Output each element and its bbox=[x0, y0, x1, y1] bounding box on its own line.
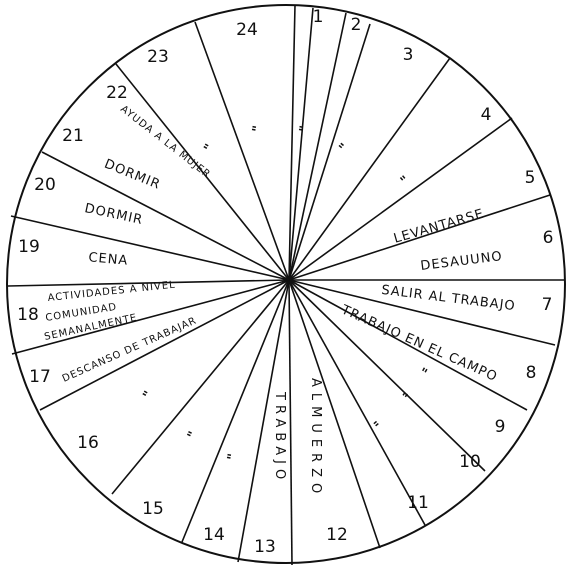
hour-label-6: 6 bbox=[543, 228, 554, 248]
hour-label-16: 16 bbox=[77, 433, 99, 453]
hour-label-20: 20 bbox=[34, 175, 56, 195]
label-cena: CENA bbox=[88, 250, 129, 268]
hour-label-5: 5 bbox=[525, 168, 536, 188]
hour-label-19: 19 bbox=[18, 237, 40, 257]
hour-label-14: 14 bbox=[203, 525, 225, 545]
hour-divider bbox=[288, 279, 293, 566]
hour-dividers bbox=[7, 4, 564, 566]
hour-divider bbox=[11, 279, 290, 355]
hour-divider bbox=[288, 279, 528, 411]
hour-label-9: 9 bbox=[495, 417, 506, 437]
hour-label-7: 7 bbox=[542, 295, 553, 315]
hour-label-15: 15 bbox=[142, 499, 164, 519]
hour-label-2: 2 bbox=[351, 15, 362, 35]
hour-label-11: 11 bbox=[407, 493, 429, 513]
hour-divider bbox=[237, 279, 290, 563]
ditto-mark: " bbox=[297, 124, 313, 133]
hour-label-1: 1 bbox=[313, 7, 324, 27]
hour-divider bbox=[115, 63, 290, 281]
hour-divider bbox=[181, 279, 290, 543]
hour-divider bbox=[288, 194, 551, 281]
hour-label-24: 24 bbox=[236, 20, 258, 40]
hour-divider bbox=[10, 215, 290, 281]
hour-divider bbox=[41, 151, 290, 281]
hour-label-18: 18 bbox=[17, 305, 39, 325]
hour-label-17: 17 bbox=[29, 367, 51, 387]
hour-label-23: 23 bbox=[147, 47, 169, 67]
hour-divider bbox=[288, 279, 486, 472]
hour-label-10: 10 bbox=[459, 452, 481, 472]
hour-divider bbox=[288, 279, 426, 526]
hour-label-12: 12 bbox=[326, 525, 348, 545]
ditto-mark: " bbox=[250, 124, 266, 133]
hour-divider bbox=[7, 279, 290, 287]
hour-label-8: 8 bbox=[526, 363, 537, 383]
hour-divider bbox=[194, 21, 290, 281]
hour-label-3: 3 bbox=[403, 45, 414, 65]
hour-label-21: 21 bbox=[62, 126, 84, 146]
hour-divider bbox=[288, 4, 296, 281]
hour-divider bbox=[288, 7, 314, 281]
hour-divider bbox=[288, 279, 381, 549]
hour-divider bbox=[288, 12, 347, 281]
hour-label-22: 22 bbox=[106, 83, 128, 103]
hour-divider bbox=[288, 279, 556, 346]
hour-divider bbox=[39, 279, 290, 411]
label-trabajo: TRABAJO bbox=[272, 391, 287, 484]
hour-divider bbox=[288, 117, 513, 281]
hour-divider bbox=[288, 23, 371, 281]
hour-label-4: 4 bbox=[481, 105, 492, 125]
label-almuerzo: ALMUERZO bbox=[308, 378, 323, 499]
hour-divider bbox=[111, 279, 290, 495]
ditto-mark: " bbox=[225, 452, 241, 461]
hour-label-13: 13 bbox=[254, 537, 276, 557]
hour-divider bbox=[288, 57, 451, 281]
